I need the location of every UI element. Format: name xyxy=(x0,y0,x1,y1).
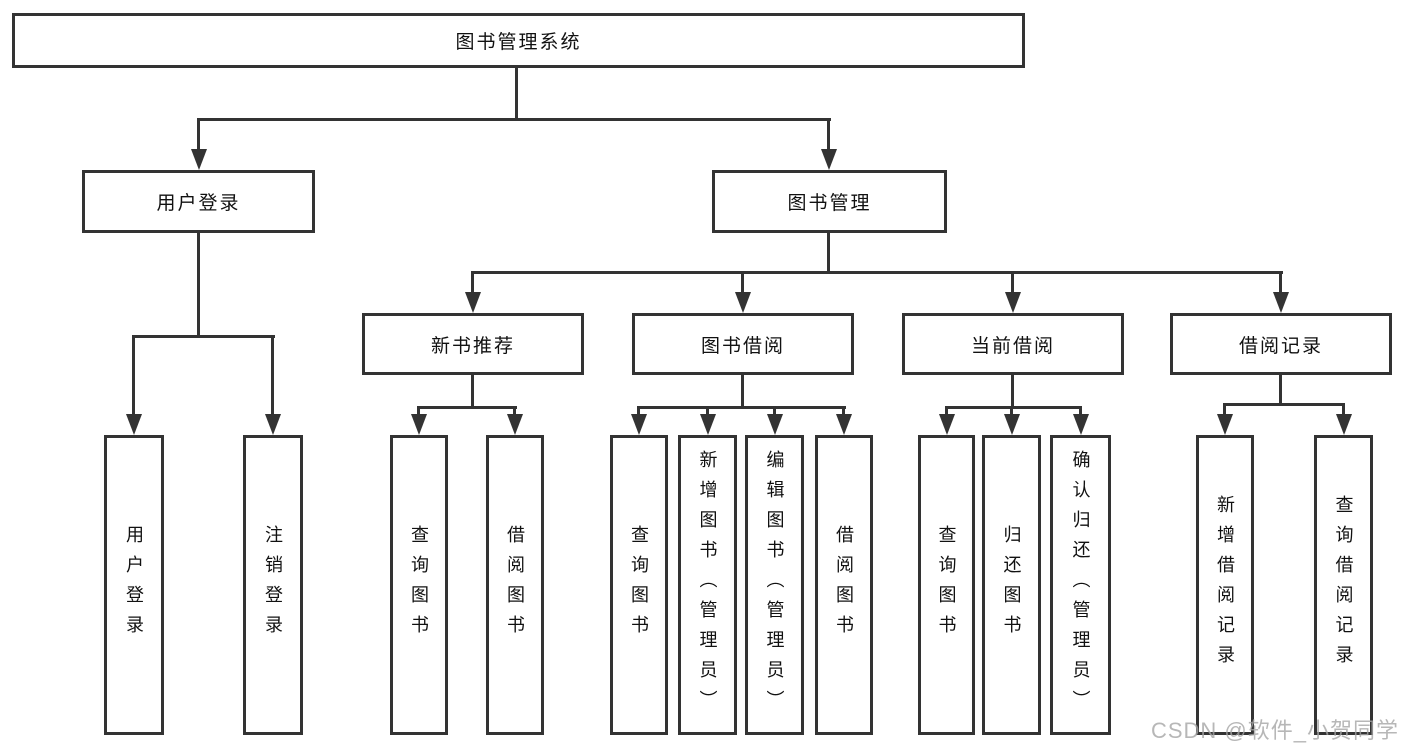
leaf-edit-book-admin: 编辑图书（管理员） xyxy=(745,435,804,735)
node-label: 新增图书（管理员） xyxy=(697,450,718,720)
connector-arrow-down xyxy=(939,414,955,435)
connector-arrow-down xyxy=(465,292,481,313)
connector-line xyxy=(1011,271,1014,293)
connector-arrow-down xyxy=(735,292,751,313)
connector-line xyxy=(197,118,831,121)
node-label: 查询图书 xyxy=(936,525,957,645)
leaf-confirm-return-admin: 确认归还（管理员） xyxy=(1050,435,1111,735)
connector-line xyxy=(132,335,275,338)
connector-line xyxy=(197,233,200,335)
connector-arrow-down xyxy=(507,414,523,435)
connector-arrow-down xyxy=(1273,292,1289,313)
connector-line xyxy=(1010,406,1013,416)
node-label: 查询借阅记录 xyxy=(1333,495,1354,675)
connector-line xyxy=(132,335,135,415)
node-label: 借阅图书 xyxy=(834,525,854,645)
connector-line xyxy=(637,406,846,409)
node-label: 编辑图书（管理员） xyxy=(764,450,785,720)
node-label: 查询图书 xyxy=(409,525,429,645)
leaf-borrow-books: 借阅图书 xyxy=(815,435,873,735)
connector-line xyxy=(1342,403,1345,415)
leaf-logout: 注销登录 xyxy=(243,435,303,735)
connector-line xyxy=(197,118,200,150)
connector-line xyxy=(945,406,1082,409)
node-user-login: 用户登录 xyxy=(82,170,315,233)
connector-line xyxy=(1279,375,1282,403)
leaf-query-borrow-record: 查询借阅记录 xyxy=(1314,435,1373,735)
node-label: 新书推荐 xyxy=(430,335,515,357)
connector-line xyxy=(1011,375,1014,406)
connector-line xyxy=(741,375,744,406)
connector-line xyxy=(827,233,830,273)
connector-arrow-down xyxy=(1336,414,1352,435)
connector-arrow-down xyxy=(767,414,783,435)
node-label: 新增借阅记录 xyxy=(1215,495,1235,675)
node-book-borrowing: 图书借阅 xyxy=(632,313,854,375)
connector-arrow-down xyxy=(265,414,281,435)
leaf-return-book: 归还图书 xyxy=(982,435,1041,735)
node-borrowing-records: 借阅记录 xyxy=(1170,313,1392,375)
node-label: 确认归还（管理员） xyxy=(1070,450,1091,720)
connector-arrow-down xyxy=(821,149,837,170)
connector-line xyxy=(513,406,516,416)
connector-line xyxy=(945,406,948,416)
csdn-watermark: CSDN @软件_小贺同学 xyxy=(1150,718,1399,743)
connector-line xyxy=(741,271,744,293)
leaf-query-books-recommend: 查询图书 xyxy=(390,435,448,735)
node-label: 当前借阅 xyxy=(970,335,1055,357)
connector-line xyxy=(1223,403,1345,406)
node-label: 归还图书 xyxy=(1001,525,1022,645)
connector-line xyxy=(842,406,845,416)
connector-line xyxy=(471,375,474,406)
leaf-add-borrow-record: 新增借阅记录 xyxy=(1196,435,1254,735)
node-book-management: 图书管理 xyxy=(712,170,947,233)
connector-arrow-down xyxy=(126,414,142,435)
connector-line xyxy=(1279,271,1282,293)
connector-line xyxy=(827,118,830,150)
node-label: 图书管理 xyxy=(787,193,872,214)
node-label: 借阅图书 xyxy=(505,525,525,645)
leaf-borrow-books-recommend: 借阅图书 xyxy=(486,435,544,735)
connector-line xyxy=(1223,403,1226,415)
connector-arrow-down xyxy=(411,414,427,435)
connector-arrow-down xyxy=(836,414,852,435)
connector-arrow-down xyxy=(191,149,207,170)
connector-line xyxy=(706,406,709,416)
node-current-borrowing: 当前借阅 xyxy=(902,313,1124,375)
node-label: 借阅记录 xyxy=(1238,335,1323,357)
node-label: 图书借阅 xyxy=(700,335,785,357)
connector-line xyxy=(417,406,517,409)
connector-arrow-down xyxy=(631,414,647,435)
connector-arrow-down xyxy=(1073,414,1089,435)
connector-arrow-down xyxy=(1217,414,1233,435)
connector-arrow-down xyxy=(1004,414,1020,435)
node-new-book-recommendation: 新书推荐 xyxy=(362,313,584,375)
connector-arrow-down xyxy=(1005,292,1021,313)
node-label: 用户登录 xyxy=(156,193,241,214)
connector-line xyxy=(471,271,1283,274)
leaf-user-login: 用户登录 xyxy=(104,435,164,735)
connector-line xyxy=(417,406,420,416)
connector-line xyxy=(515,68,518,118)
connector-line xyxy=(773,406,776,416)
node-label: 图书管理系统 xyxy=(455,32,582,53)
connector-line xyxy=(271,335,274,415)
leaf-query-books-borrow: 查询图书 xyxy=(610,435,668,735)
leaf-query-books-current: 查询图书 xyxy=(918,435,975,735)
connector-line xyxy=(471,271,474,293)
node-label: 查询图书 xyxy=(629,525,649,645)
node-label: 用户登录 xyxy=(124,525,144,645)
node-library-management-system: 图书管理系统 xyxy=(12,13,1025,68)
node-label: 注销登录 xyxy=(263,525,283,645)
connector-line xyxy=(637,406,640,416)
leaf-add-book-admin: 新增图书（管理员） xyxy=(678,435,737,735)
connector-line xyxy=(1079,406,1082,416)
connector-arrow-down xyxy=(700,414,716,435)
